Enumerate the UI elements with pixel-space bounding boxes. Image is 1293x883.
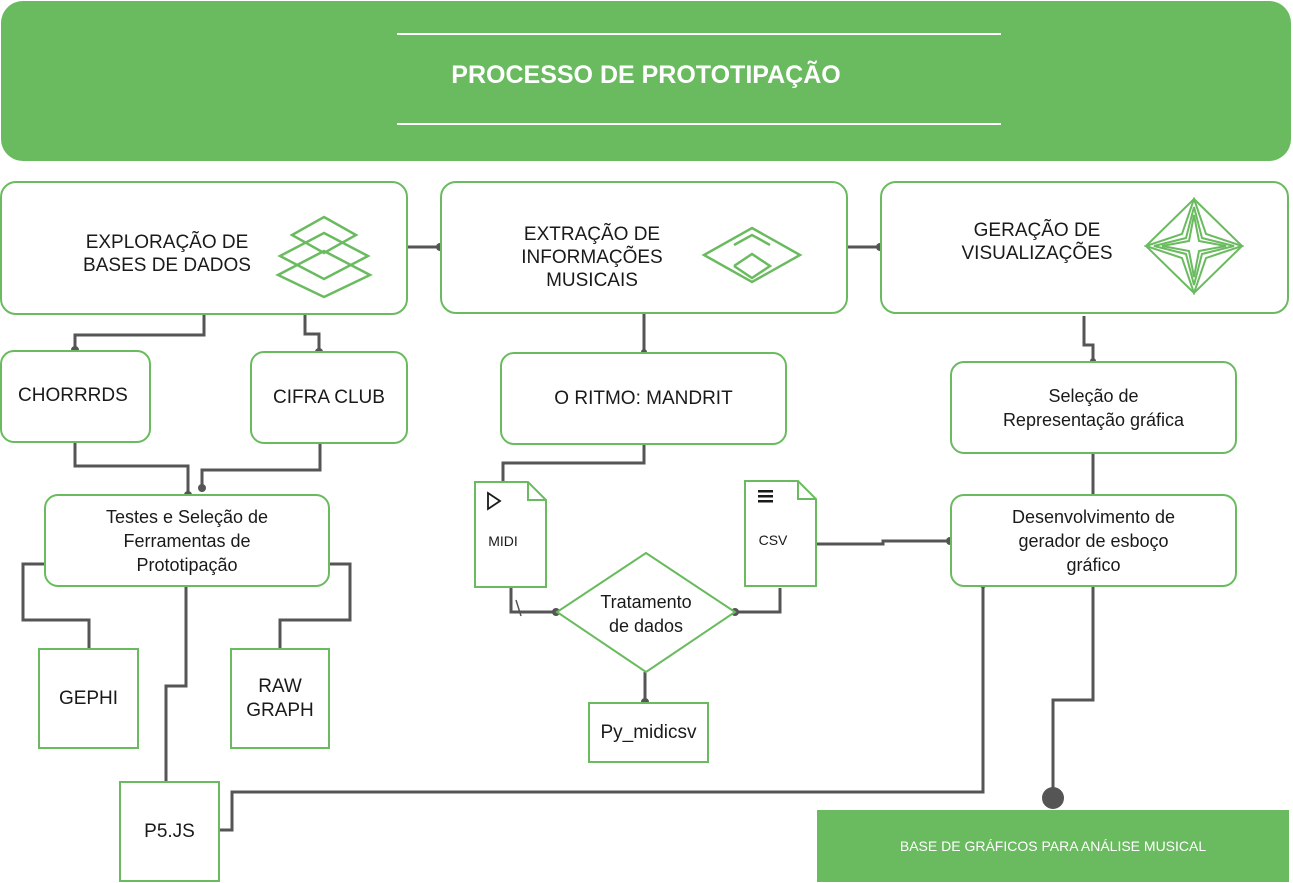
connector-csv-development (816, 539, 950, 546)
layers-icon (275, 215, 373, 299)
diamonds-icon (701, 226, 803, 284)
node-gephi-label: GEPHI (58, 687, 119, 709)
decision-treatment-line2: de dados (608, 616, 684, 636)
connector-generation-selection (1082, 316, 1095, 361)
stage-exploration-line2: BASES DE DADOS (83, 255, 251, 276)
node-selection-line2: Representação gráfica (1002, 409, 1185, 430)
stage-exploration[interactable]: EXPLORAÇÃO DE BASES DE DADOS (0, 181, 408, 315)
node-py-midicsv-label: Py_midicsv (600, 721, 697, 743)
stage-generation-line2: VISUALIZAÇÕES (961, 243, 1113, 264)
connector-midi-tick (515, 599, 522, 617)
connector-treatment-csv (735, 588, 782, 614)
node-mandrit[interactable]: O RITMO: MANDRIT (500, 352, 787, 445)
connector-tests-p5js (164, 587, 188, 782)
connector-exploration-cifraclub (303, 315, 321, 352)
node-chorrrds-label: CHORRRDS (18, 385, 128, 406)
stage-extraction-line2: INFORMAÇÕES (521, 247, 663, 268)
list-icon (758, 490, 773, 503)
stage-exploration-line1: EXPLORAÇÃO DE (85, 232, 249, 253)
connector-cifraclub-tests (200, 444, 322, 488)
play-icon (487, 491, 502, 511)
banner-top-rule (397, 33, 1001, 35)
decision-treatment-line1: Tratamento (600, 592, 692, 612)
node-p5js[interactable]: P5.JS (119, 781, 220, 882)
stage-generation-line1: GERAÇÃO DE (973, 220, 1101, 241)
node-tests-line1: Testes e Seleção de (105, 506, 269, 527)
midi-document[interactable] (474, 481, 548, 589)
node-tests-line2: Ferramentas de (123, 530, 251, 551)
node-development-line2: gerador de esboço (1018, 530, 1169, 551)
stage-extraction-line3: MUSICAIS (546, 270, 638, 291)
node-raw-graph[interactable]: RAW GRAPH (230, 648, 330, 749)
connector-development-footer (1051, 587, 1095, 798)
node-development-line1: Desenvolvimento de (1011, 506, 1176, 527)
connector-exploration-chorrrds (73, 315, 206, 350)
node-py-midicsv[interactable]: Py_midicsv (588, 702, 709, 763)
midi-label: MIDI (488, 533, 518, 549)
connector-mandrit-midi (501, 445, 646, 483)
connector-midi-treatment (509, 588, 556, 614)
csv-document[interactable] (744, 480, 818, 588)
stage-generation[interactable]: GERAÇÃO DE VISUALIZAÇÕES (880, 181, 1289, 314)
node-tests[interactable]: Testes e Seleção de Ferramentas de Proto… (44, 494, 330, 587)
star-icon (1144, 197, 1244, 295)
csv-label: CSV (758, 532, 788, 548)
node-selection-line1: Seleção de (1048, 385, 1139, 406)
node-chorrrds[interactable]: CHORRRDS (0, 350, 151, 443)
diagram-title: PROCESSO DE PROTOTIPAÇÃO (451, 61, 841, 89)
connector-tests-gephi (21, 562, 91, 654)
node-raw-graph-line1: RAW (258, 675, 302, 697)
result-box[interactable]: BASE DE GRÁFICOS PARA ANÁLISE MUSICAL (817, 810, 1289, 882)
title-banner: PROCESSO DE PROTOTIPAÇÃO (1, 1, 1291, 161)
node-cifra-club[interactable]: CIFRA CLUB (250, 351, 408, 444)
decision-treatment-label: Tratamento de dados (564, 590, 728, 638)
connector-p5js-development (220, 584, 985, 832)
result-box-label: BASE DE GRÁFICOS PARA ANÁLISE MUSICAL (899, 838, 1207, 854)
node-selection[interactable]: Seleção de Representação gráfica (950, 361, 1237, 454)
connector-tests-rawgraph (278, 562, 352, 654)
node-development-line3: gráfico (1066, 554, 1121, 575)
banner-bottom-rule (397, 123, 1001, 125)
node-cifra-club-label: CIFRA CLUB (273, 386, 385, 408)
node-p5js-label: P5.JS (144, 820, 195, 842)
stage-extraction-line1: EXTRAÇÃO DE (523, 224, 661, 245)
node-gephi[interactable]: GEPHI (38, 648, 139, 749)
stage-extraction[interactable]: EXTRAÇÃO DE INFORMAÇÕES MUSICAIS (440, 181, 848, 314)
node-development[interactable]: Desenvolvimento de gerador de esboço grá… (950, 494, 1237, 587)
node-tests-line3: Prototipação (136, 554, 238, 575)
node-raw-graph-line2: GRAPH (246, 699, 314, 721)
decision-treatment[interactable] (554, 551, 738, 674)
node-mandrit-label: O RITMO: MANDRIT (554, 387, 733, 409)
connector-chorrrds-tests (73, 443, 190, 495)
